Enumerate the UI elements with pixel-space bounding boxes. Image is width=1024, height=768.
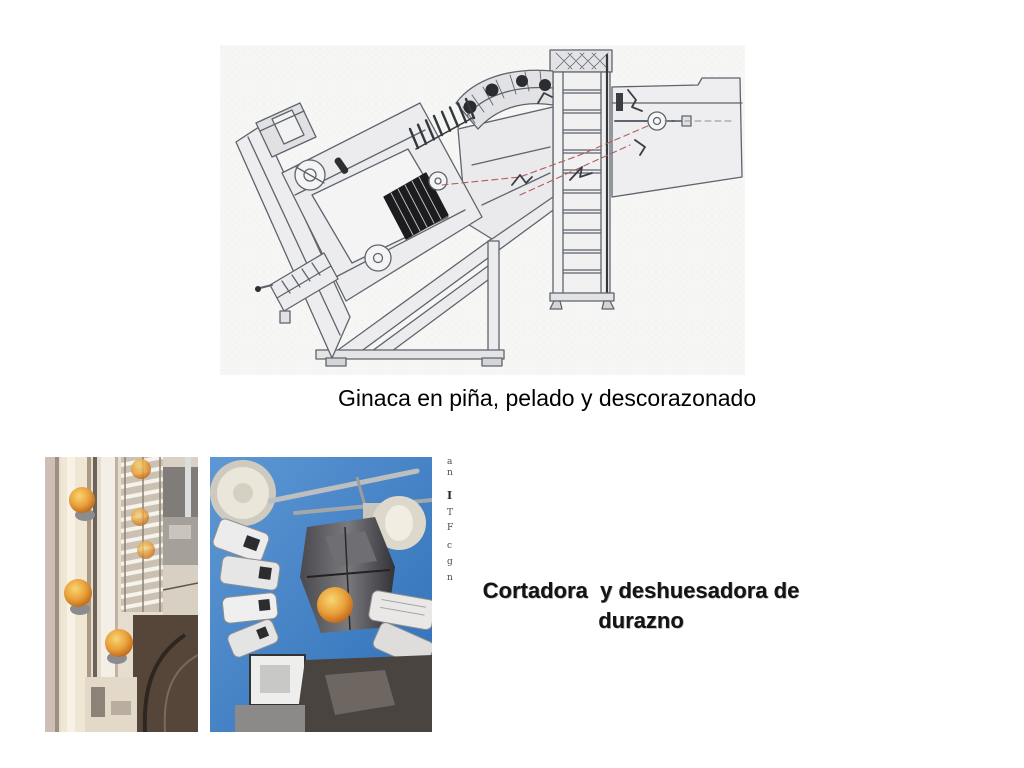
cutting-coil (383, 172, 449, 240)
bottom-figure-caption: Cortadora y deshuesadora de durazno (441, 576, 841, 636)
peach (69, 487, 95, 513)
bottom-caption-line-2: durazno (598, 608, 684, 633)
lever (334, 157, 349, 174)
flow-path-dashes (441, 120, 736, 196)
peach (131, 459, 151, 479)
peach-cage (120, 457, 164, 612)
peach (137, 541, 155, 559)
arch-feed-conveyor (455, 69, 554, 130)
pulley-lower (364, 244, 392, 272)
peach (64, 579, 92, 607)
lower-left-comb (255, 252, 339, 324)
peach-machine-photo-left (45, 457, 198, 732)
peach (317, 587, 353, 623)
ladder-conveyor (549, 49, 615, 310)
discharge-housing (611, 77, 743, 198)
left-cups (212, 518, 281, 658)
scanned-margin-letter: n (447, 573, 453, 583)
knife-blades (408, 97, 476, 150)
scanned-margin-letter: g (447, 557, 453, 567)
bottom-caption-line-1: Cortadora y deshuesadora de (482, 578, 800, 603)
scanned-margin-letter: a (447, 457, 453, 467)
main-body (281, 102, 483, 302)
peach (131, 508, 149, 526)
scanned-margin-letter: n (447, 468, 453, 478)
scanned-margin-letter: c (447, 541, 453, 551)
motor (255, 102, 317, 158)
scanned-margin-letter: I (447, 489, 453, 502)
lower-parts (235, 654, 432, 732)
upper-wheel (210, 460, 276, 526)
peach-machine-photo-right (210, 457, 432, 732)
peach-cutter-photos (45, 457, 432, 732)
peach (105, 629, 133, 657)
guide-hooks (511, 89, 646, 186)
pulley-upper (294, 159, 326, 191)
ginaca-machine-drawing (220, 45, 745, 375)
rod (267, 468, 420, 504)
scanned-margin-letter: F (447, 523, 454, 533)
top-figure-caption: Ginaca en piña, pelado y descorazonado (338, 385, 757, 411)
pulley-small (428, 171, 448, 191)
scanned-margin-letter: T (447, 508, 454, 518)
